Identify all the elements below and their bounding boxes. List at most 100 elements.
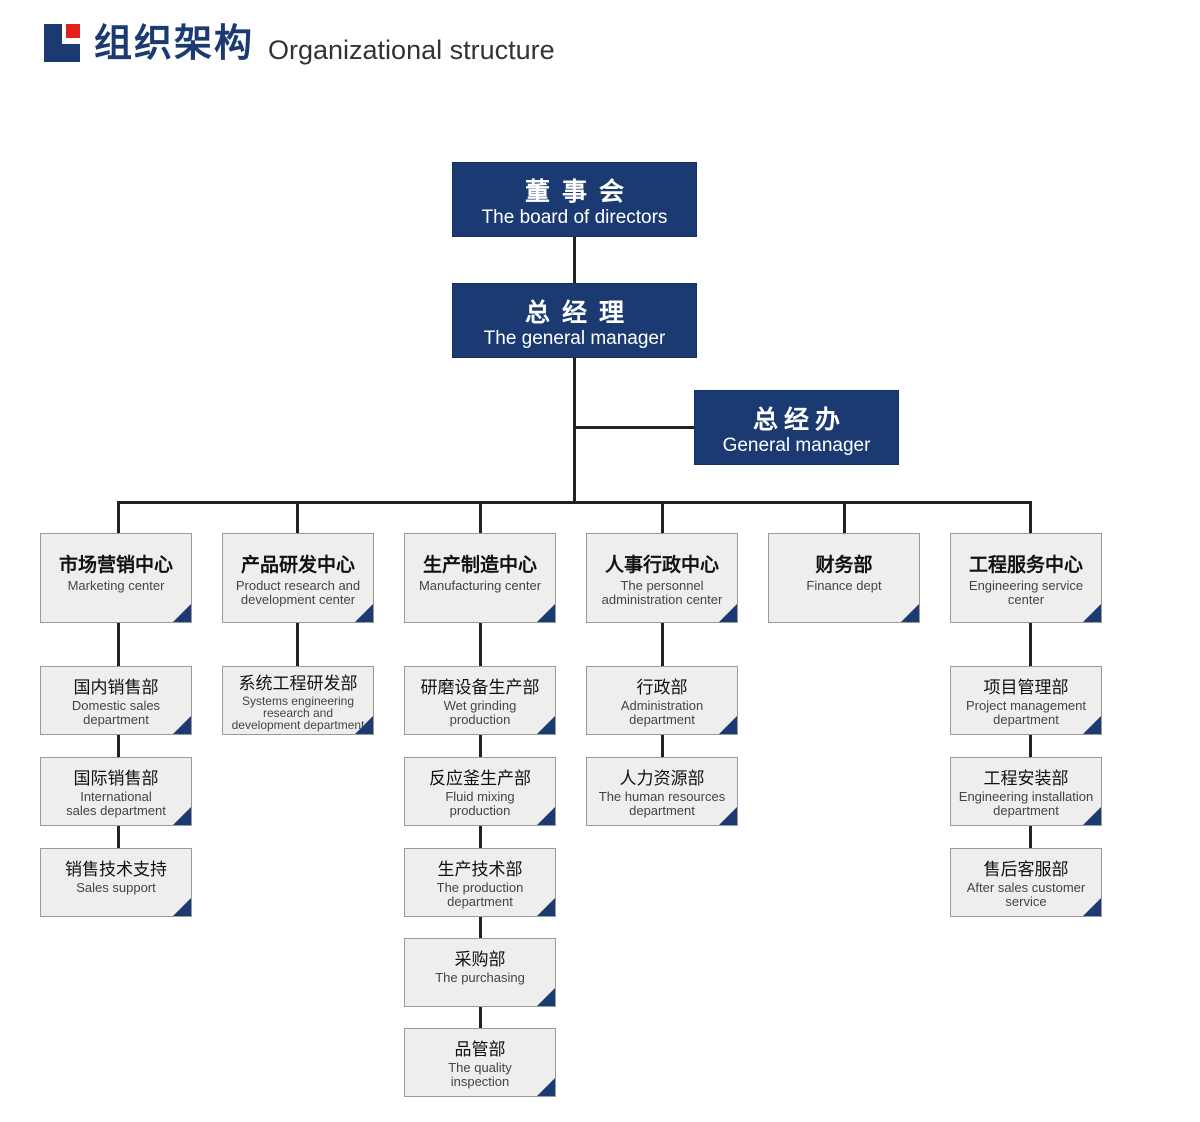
gm-office-box: 总经办 General manager <box>695 391 898 464</box>
dept-title: 工程安装部 <box>983 769 1069 789</box>
connector-col2 <box>296 622 299 666</box>
dept-subtitle-line-2: department <box>629 803 695 818</box>
dept-subtitle-line-1: The purchasing <box>435 970 525 985</box>
dept-subtitle-line-1: After sales customer <box>966 880 1086 895</box>
dept-subtitle-line-2: sales department <box>66 803 166 818</box>
connector-drop-1 <box>117 501 120 533</box>
dept-subtitle-line-2: production <box>449 712 511 727</box>
dept-subtitle-line-1: Domestic sales <box>71 698 161 713</box>
dept-subtitle-line-2: department <box>993 712 1059 727</box>
connector-horizontal-bus <box>117 501 1032 504</box>
dept-title: 项目管理部 <box>983 678 1069 698</box>
connector-drop-2 <box>296 501 299 533</box>
center-box-5: 财务部 Finance dept <box>768 533 920 623</box>
page-title-cn: 组织架构 <box>94 21 255 65</box>
dept-subtitle-line-2: inspection <box>450 1074 510 1089</box>
center-subtitle-line-1: The personnel <box>620 578 704 593</box>
dept-title: 国内销售部 <box>73 678 159 698</box>
dept-title: 人力资源部 <box>619 769 705 789</box>
center-subtitle-line-1: Finance dept <box>806 578 882 593</box>
gm-label-cn: 总经理 <box>524 298 636 327</box>
dept-subtitle-line-2: service <box>1005 894 1047 909</box>
board-of-directors-box: 董事会 The board of directors <box>453 163 696 236</box>
center-box-3: 生产制造中心 Manufacturing center <box>404 533 556 623</box>
center-title: 人事行政中心 <box>604 554 719 576</box>
dept-title: 品管部 <box>454 1040 506 1060</box>
dept-subtitle-line-2: production <box>449 803 511 818</box>
dept-subtitle: Sales support <box>41 881 191 895</box>
center-title: 市场营销中心 <box>58 554 173 576</box>
dept-title: 研磨设备生产部 <box>420 678 540 698</box>
center-subtitle-line-2: center <box>1007 592 1045 607</box>
dept-title: 生产技术部 <box>437 860 523 880</box>
dept-subtitle-line-1: The quality <box>448 1060 512 1075</box>
dept-subtitle-line-1: Systems engineering <box>241 694 355 708</box>
connector-drop-6 <box>1029 501 1032 533</box>
center-subtitle-line-2: administration center <box>601 592 723 607</box>
dept-title: 系统工程研发部 <box>238 674 358 694</box>
center-title: 工程服务中心 <box>968 554 1083 576</box>
dept-subtitle-line-2: research and <box>262 706 334 720</box>
dept-subtitle-line-1: Wet grinding <box>443 698 517 713</box>
connector-gm-office <box>573 426 695 429</box>
connector-board-gm <box>573 236 576 284</box>
dept-subtitle-line-1: Fluid mixing <box>445 789 515 804</box>
dept-subtitle-line-1: Sales support <box>76 880 156 895</box>
connector-gm-trunk <box>573 357 576 502</box>
center-title: 生产制造中心 <box>422 554 537 576</box>
dept-title: 采购部 <box>454 950 506 970</box>
dept-subtitle: The purchasing <box>405 971 555 985</box>
dept-subtitle-line-2: department <box>993 803 1059 818</box>
connector-col3 <box>479 622 482 1030</box>
center-box-1: 市场营销中心 Marketing center <box>40 533 192 623</box>
dept-subtitle-line-1: International <box>80 789 152 804</box>
connector-drop-3 <box>479 501 482 533</box>
general-manager-box: 总经理 The general manager <box>453 284 696 357</box>
dept-title: 反应釜生产部 <box>429 769 531 789</box>
gm-office-label-cn: 总经办 <box>752 405 846 434</box>
dept-subtitle-line-2: department <box>629 712 695 727</box>
dept-subtitle-line-2: department <box>83 712 149 727</box>
center-subtitle: Finance dept <box>769 579 919 593</box>
center-subtitle-line-2: development center <box>240 592 356 607</box>
center-title: 财务部 <box>815 554 873 576</box>
dept-title: 行政部 <box>636 678 688 698</box>
board-label-cn: 董事会 <box>524 177 636 206</box>
center-subtitle-line-1: Marketing center <box>67 578 165 593</box>
dept-subtitle-line-1: Engineering installation <box>958 789 1094 804</box>
center-title: 产品研发中心 <box>240 554 355 576</box>
page-title-en: Organizational structure <box>268 35 555 65</box>
dept-subtitle-line-1: The human resources <box>598 789 726 804</box>
center-subtitle-line-1: Manufacturing center <box>418 578 542 593</box>
logo-icon <box>44 24 80 62</box>
dept-subtitle-line-3: development department <box>231 718 365 732</box>
dept-subtitle-line-1: Administration <box>620 698 704 713</box>
dept-subtitle-line-2: department <box>447 894 513 909</box>
